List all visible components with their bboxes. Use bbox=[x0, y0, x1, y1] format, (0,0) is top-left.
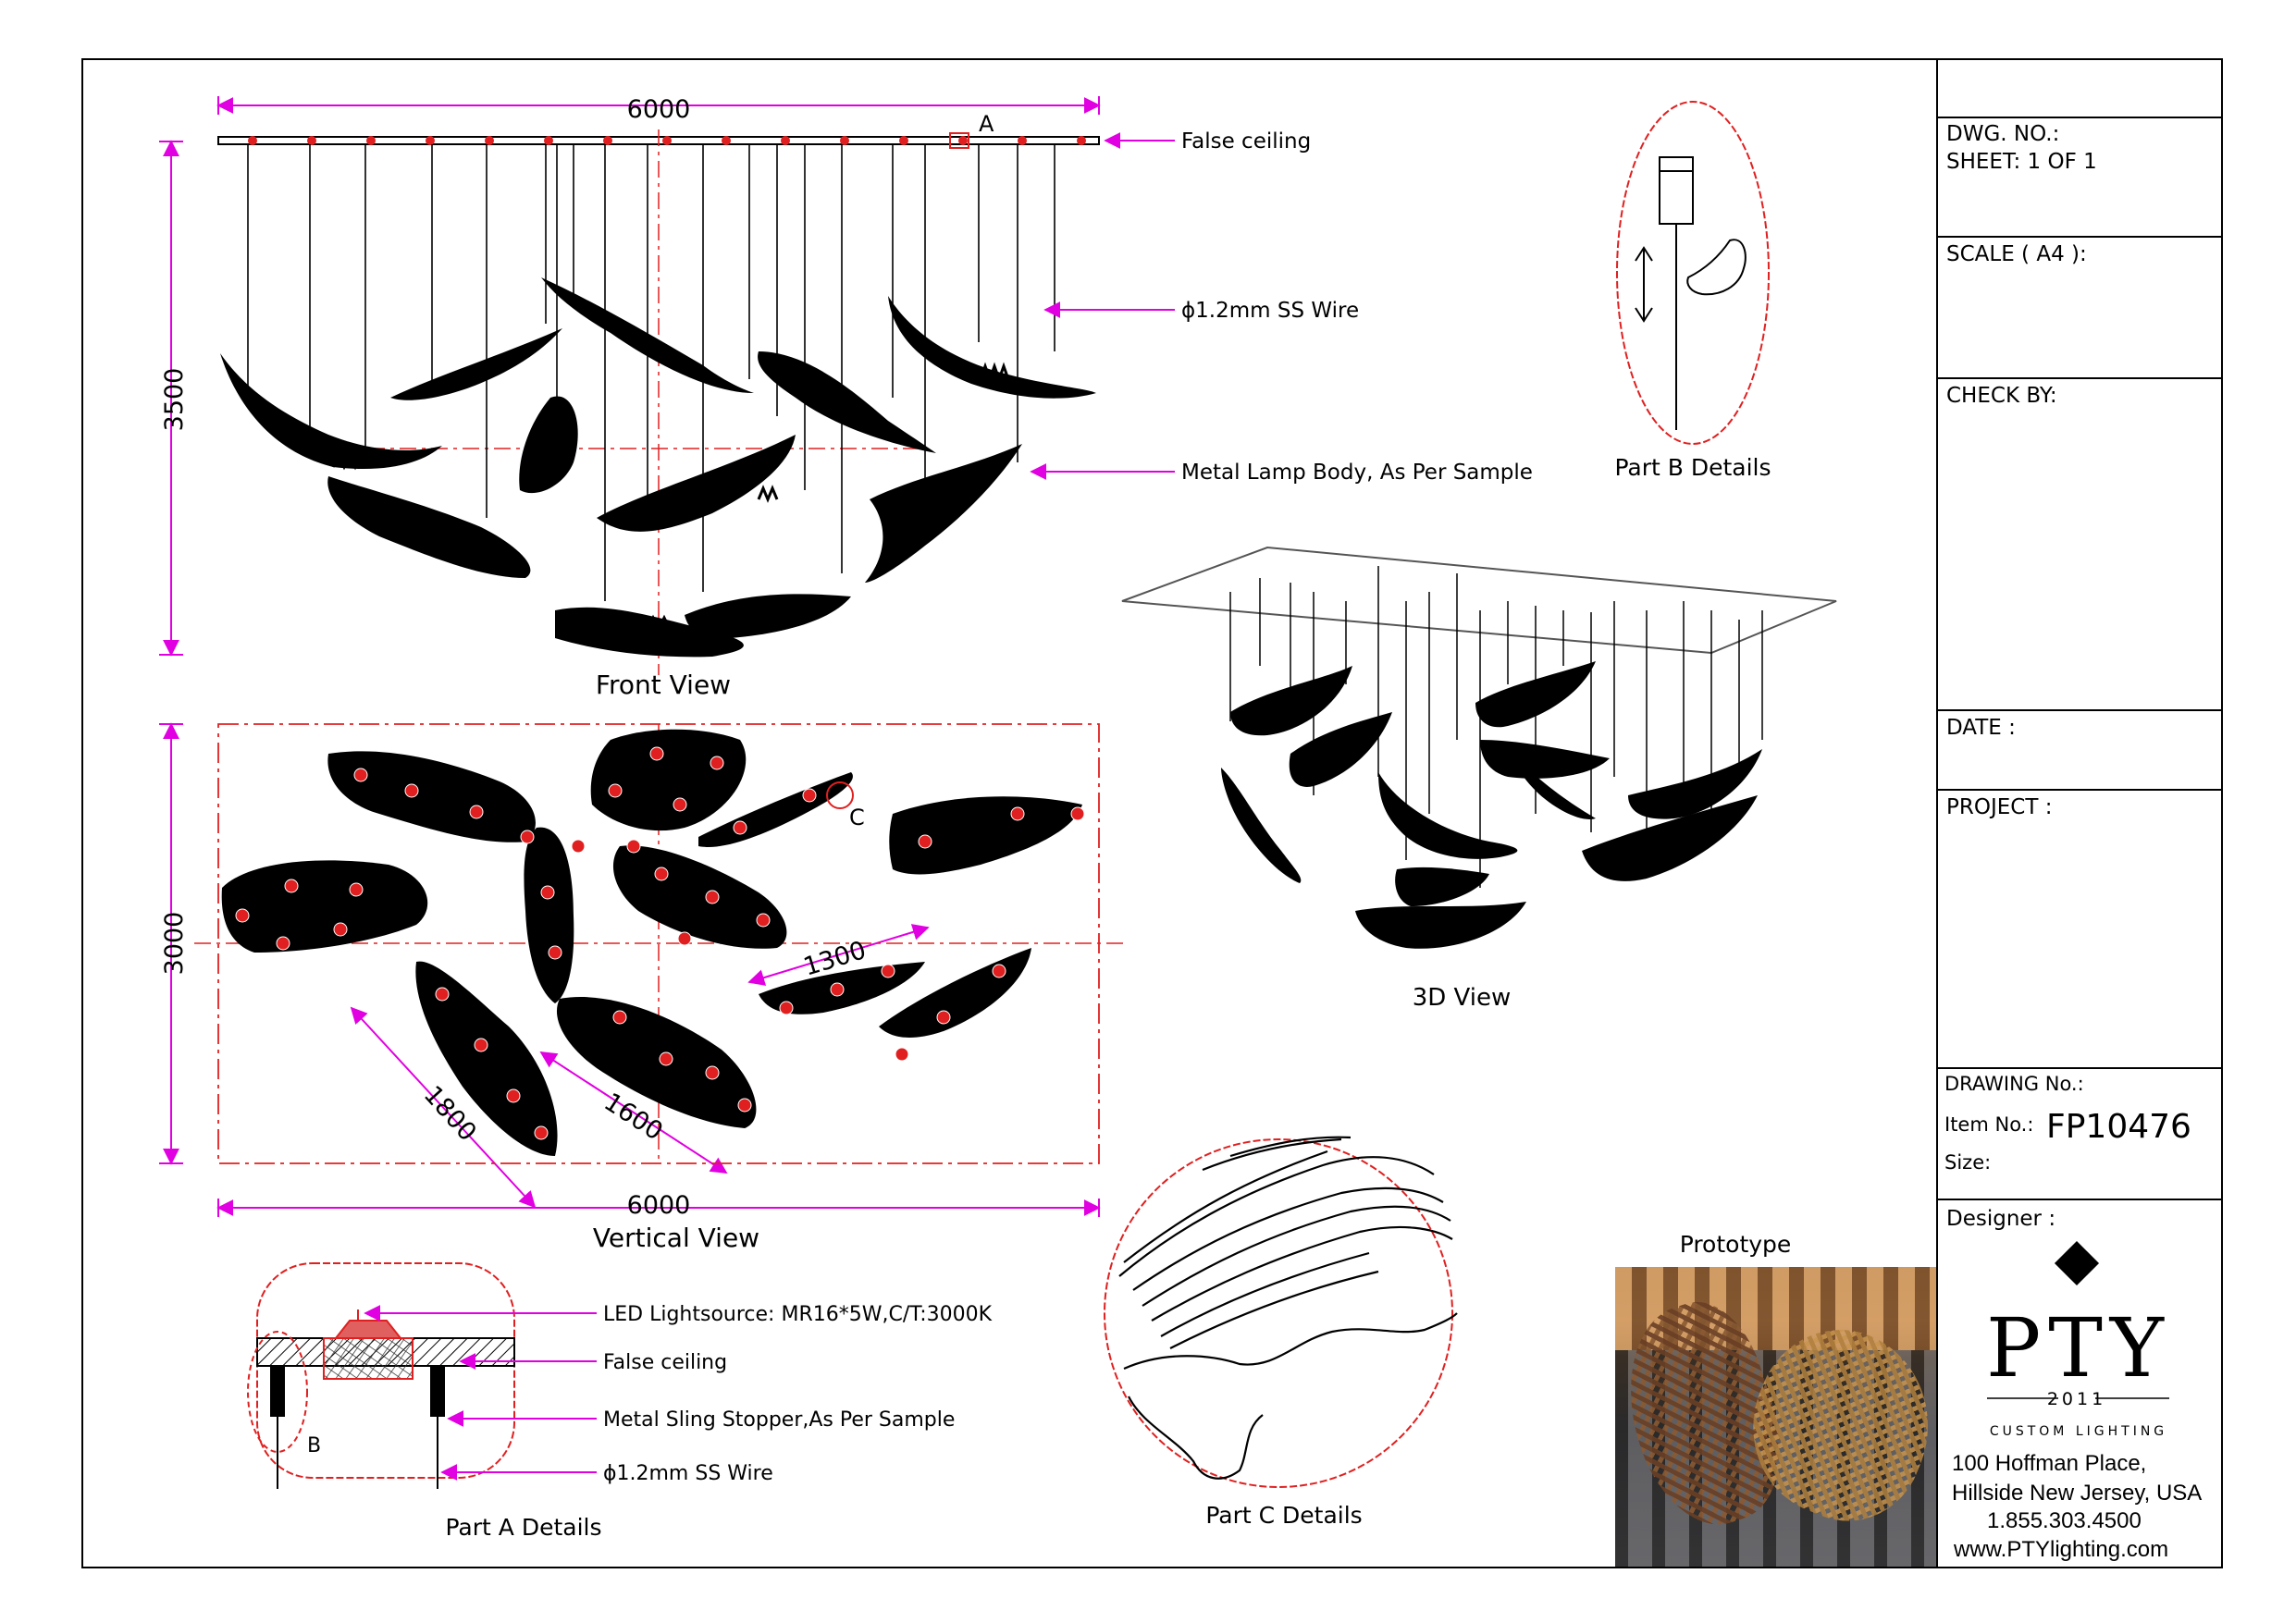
part-c-detail bbox=[1104, 1136, 1458, 1488]
part-a-marker-box bbox=[949, 132, 969, 149]
prototype-photo bbox=[1615, 1267, 1936, 1567]
item-no-label: Item No.: bbox=[1944, 1113, 2033, 1136]
part-a-led-label: LED Lightsource: MR16*5W,C/T:3000K bbox=[603, 1303, 993, 1326]
part-c-marker-circle bbox=[826, 781, 854, 809]
part-a-marker-b: B bbox=[307, 1434, 321, 1457]
three-d-view-title: 3D View bbox=[1413, 984, 1512, 1012]
part-a-stopper-label: Metal Sling Stopper,As Per Sample bbox=[603, 1408, 955, 1432]
company-address-line-1: 100 Hoffman Place, bbox=[1952, 1451, 2146, 1476]
ceiling-mount-points bbox=[248, 136, 1086, 145]
part-a-title: Part A Details bbox=[445, 1514, 601, 1541]
false-ceiling-label: False ceiling bbox=[1181, 129, 1311, 154]
front-view-title: Front View bbox=[596, 670, 731, 700]
front-view-leaves bbox=[220, 277, 1096, 658]
three-d-view bbox=[1121, 546, 1837, 949]
company-address-line-2: Hillside New Jersey, USA bbox=[1952, 1481, 2202, 1506]
ss-wire-label: ϕ1.2mm SS Wire bbox=[1181, 299, 1359, 323]
part-a-wire-label: ϕ1.2mm SS Wire bbox=[603, 1462, 773, 1485]
part-c-marker-label: C bbox=[849, 805, 865, 830]
company-website: www.PTYlighting.com bbox=[1953, 1537, 2168, 1562]
sheet-label: SHEET: 1 OF 1 bbox=[1946, 150, 2097, 174]
part-a-marker-label: A bbox=[979, 111, 994, 137]
front-width-dimension: 6000 bbox=[627, 95, 691, 124]
designer-label: Designer : bbox=[1946, 1207, 2055, 1231]
item-no-value: FP10476 bbox=[2046, 1108, 2191, 1146]
metal-body-label: Metal Lamp Body, As Per Sample bbox=[1181, 461, 1533, 485]
vertical-view-dimensions bbox=[159, 722, 1101, 1217]
front-view-centerlines bbox=[305, 129, 925, 675]
vertical-view-title: Vertical View bbox=[593, 1223, 759, 1253]
dwg-no-label: DWG. NO.: bbox=[1946, 122, 2059, 146]
front-view-leaders bbox=[1030, 132, 1175, 480]
part-b-detail bbox=[1616, 101, 1770, 445]
part-a-ceiling-label: False ceiling bbox=[603, 1351, 727, 1374]
scale-label: SCALE ( A4 ): bbox=[1946, 242, 2087, 266]
part-a-detail bbox=[247, 1262, 597, 1489]
front-view-dimensions bbox=[159, 96, 1101, 657]
part-c-title: Part C Details bbox=[1205, 1502, 1362, 1529]
vertical-height-dimension: 3000 bbox=[160, 912, 189, 976]
project-label: PROJECT : bbox=[1946, 795, 2052, 819]
pty-tagline: CUSTOM LIGHTING bbox=[1990, 1424, 2167, 1439]
outer-border bbox=[81, 58, 2223, 1568]
vertical-width-dimension: 6000 bbox=[627, 1191, 691, 1220]
check-by-label: CHECK BY: bbox=[1946, 384, 2057, 408]
pty-brand-wordmark: PTY bbox=[1986, 1300, 2171, 1396]
prototype-title: Prototype bbox=[1680, 1231, 1792, 1258]
pty-diamond-icon bbox=[2054, 1240, 2100, 1286]
company-phone: 1.855.303.4500 bbox=[1987, 1508, 2142, 1533]
drawing-no-label: DRAWING No.: bbox=[1944, 1073, 2084, 1095]
title-block-rows bbox=[1937, 117, 2222, 1200]
front-view-leaf-fringe bbox=[331, 362, 1010, 633]
pty-year: 2011 bbox=[2047, 1389, 2106, 1409]
part-b-title: Part B Details bbox=[1614, 454, 1771, 481]
front-height-dimension: 3500 bbox=[160, 368, 189, 432]
vertical-view-light-points bbox=[235, 746, 1085, 1140]
date-label: DATE : bbox=[1946, 716, 2016, 740]
size-label: Size: bbox=[1944, 1151, 1991, 1174]
